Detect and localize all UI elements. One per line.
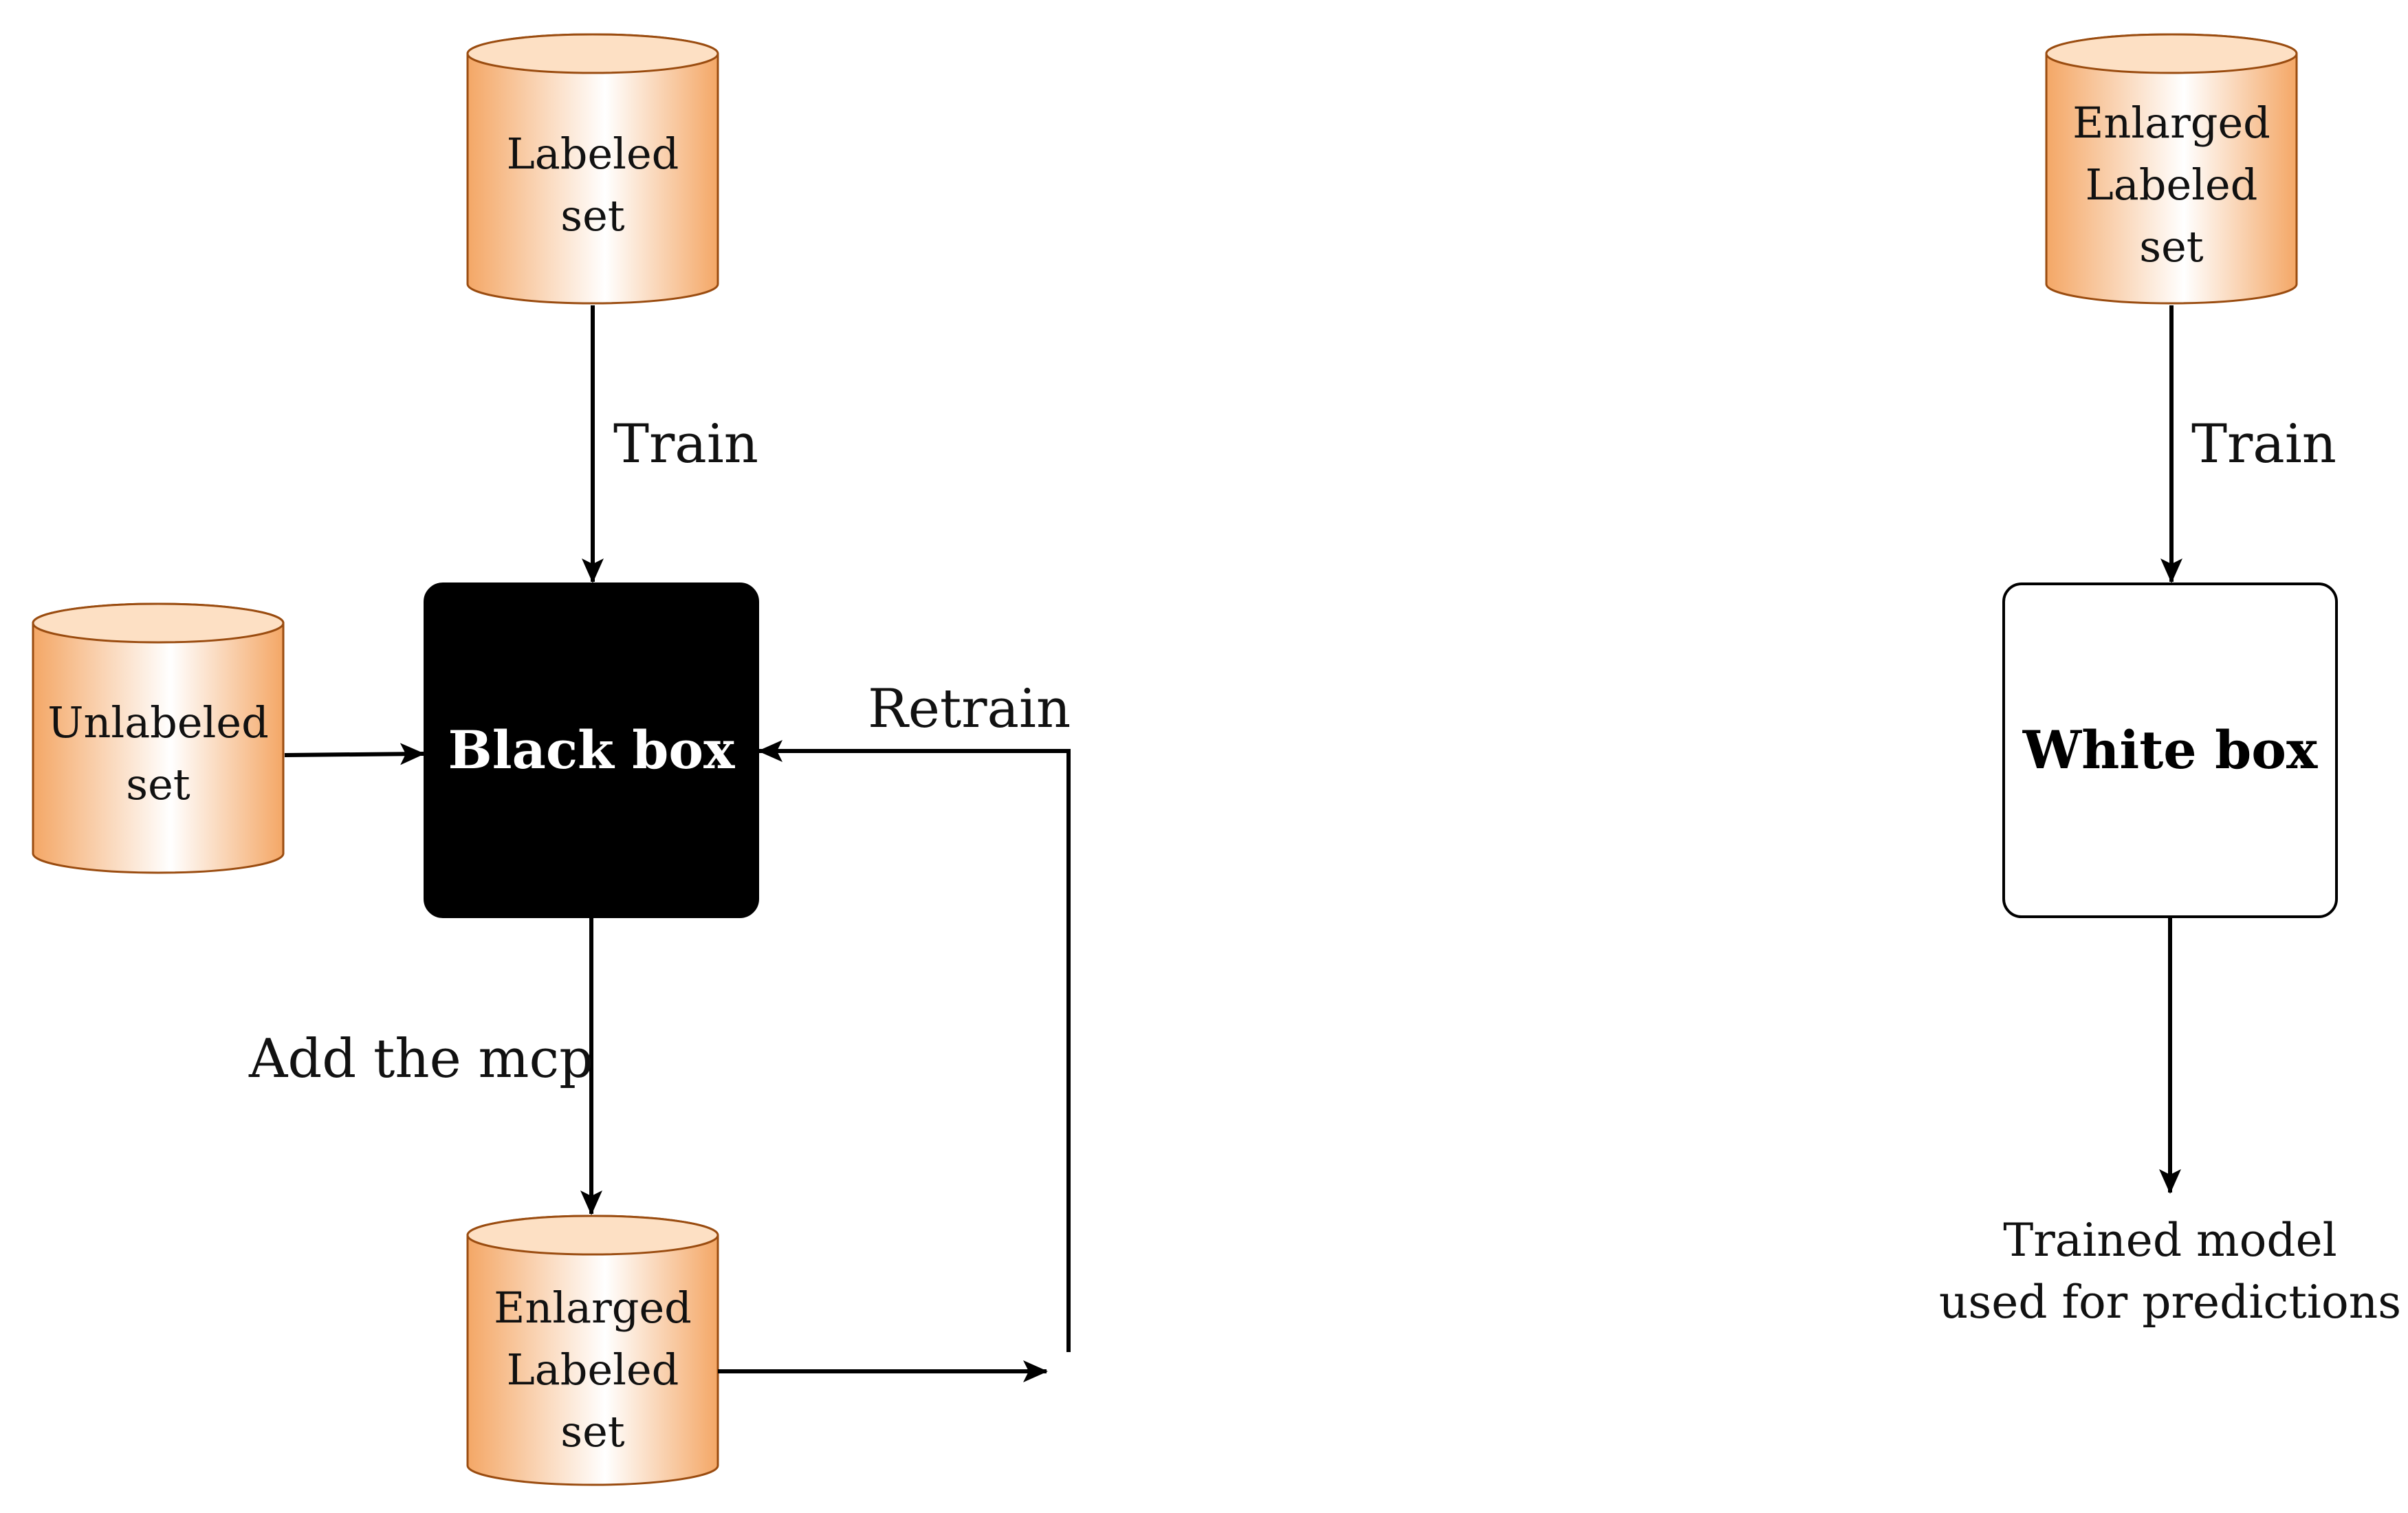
enlarged-right-label-line2: Labeled [2086,160,2258,210]
enlarged-right-label-line1: Enlarged [2072,98,2270,148]
enlarged-left-label-line3: set [560,1406,625,1457]
enlarged-labeled-set-right-cylinder: Enlarged Labeled set [2045,33,2298,305]
black-box-label: Black box [448,719,736,781]
trained-model-line1: Trained model [2003,1214,2337,1267]
labeled-set-label-line2: set [560,191,625,241]
white-box: White box [2002,583,2338,918]
labeled-set-cylinder: Labeled set [466,33,719,305]
labeled-set-label-line1: Labeled [507,129,679,179]
enlarged-labeled-set-left-cylinder: Enlarged Labeled set [466,1215,719,1486]
unlabeled-set-cylinder: Unlabeled set [32,602,285,874]
enlarged-left-label-line2: Labeled [507,1345,679,1395]
unlabeled-set-label-line1: Unlabeled [47,697,269,748]
edge-label-retrain: Retrain [868,678,1071,740]
enlarged-left-label-line1: Enlarged [494,1283,692,1333]
edge-unlabeled-to-blackbox [284,743,425,765]
trained-model-line2: used for predictions [1939,1276,2401,1329]
unlabeled-set-label-line2: set [126,759,190,809]
edge-retrain [758,740,1071,1352]
edge-label-train-left: Train [613,413,758,475]
edge-label-train-right: Train [2191,413,2336,475]
trained-model-output: Trained model used for predictions [1939,1214,2401,1329]
enlarged-right-label-line3: set [2139,221,2204,272]
black-box: Black box [424,583,759,918]
edge-label-add-mcp: Add the mcp [248,1028,593,1090]
white-box-label: White box [2022,719,2318,781]
